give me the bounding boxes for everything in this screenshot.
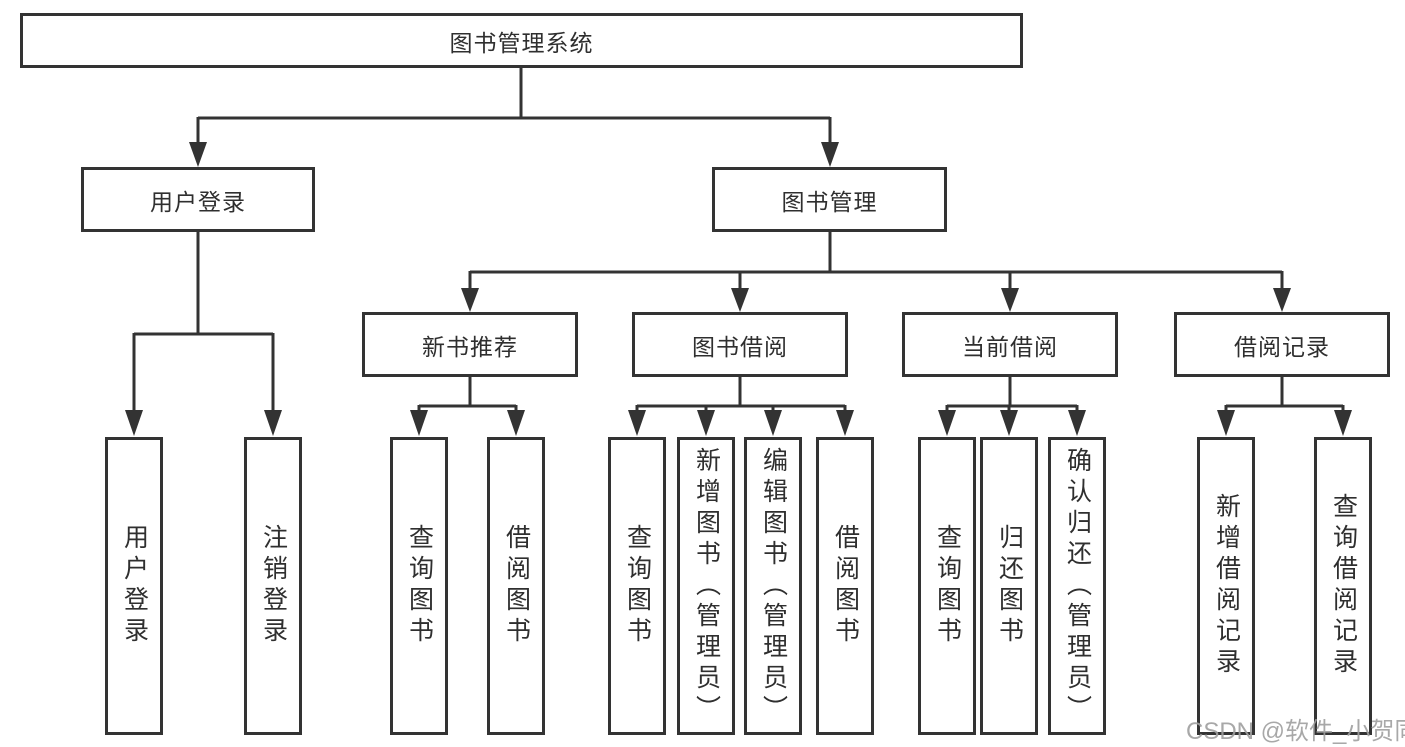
node-label: 图书借阅: [692, 333, 788, 360]
node-label: 查询图书: [933, 524, 962, 648]
node-label: 图书管理: [781, 188, 878, 215]
node-label: 查询图书: [405, 524, 434, 648]
leaf-edit-books-admin: 编辑图书（管理员）: [744, 437, 802, 735]
node-book-management: 图书管理: [712, 167, 947, 232]
node-label: 查询借阅记录: [1329, 493, 1358, 679]
node-label: 用户登录: [150, 188, 246, 215]
node-label: 归还图书: [995, 524, 1024, 648]
node-label: 新书推荐: [422, 333, 518, 360]
node-label: 借阅图书: [831, 524, 860, 648]
node-user-login: 用户登录: [81, 167, 315, 232]
watermark-text: CSDN @软件_小贺同学: [1186, 718, 1405, 745]
node-book-borrowing: 图书借阅: [632, 312, 848, 377]
node-label: 借阅记录: [1234, 333, 1330, 360]
node-label: 注销登录: [259, 524, 288, 648]
node-label: 新增借阅记录: [1212, 493, 1241, 679]
leaf-query-books-current: 查询图书: [918, 437, 976, 735]
leaf-add-borrow-record: 新增借阅记录: [1197, 437, 1255, 735]
node-label: 用户登录: [120, 524, 149, 648]
node-library-management-system: 图书管理系统: [20, 13, 1023, 68]
node-label: 编辑图书（管理员）: [759, 446, 788, 726]
node-label: 新增图书（管理员）: [692, 446, 721, 726]
leaf-query-books-recommend: 查询图书: [390, 437, 448, 735]
node-borrowing-records: 借阅记录: [1174, 312, 1390, 377]
node-label: 查询图书: [623, 524, 652, 648]
leaf-borrow-books: 借阅图书: [816, 437, 874, 735]
leaf-logout: 注销登录: [244, 437, 302, 735]
leaf-add-books-admin: 新增图书（管理员）: [677, 437, 735, 735]
leaf-return-books: 归还图书: [980, 437, 1038, 735]
arrowhead-icons: [125, 142, 1352, 436]
node-label: 确认归还（管理员）: [1063, 446, 1092, 726]
node-current-borrowing: 当前借阅: [902, 312, 1118, 377]
leaf-confirm-return-admin: 确认归还（管理员）: [1048, 437, 1106, 735]
node-label: 借阅图书: [502, 524, 531, 648]
leaf-query-books-borrow: 查询图书: [608, 437, 666, 735]
node-label: 当前借阅: [962, 333, 1058, 360]
leaf-borrow-books-recommend: 借阅图书: [487, 437, 545, 735]
leaf-query-borrow-record: 查询借阅记录: [1314, 437, 1372, 735]
node-new-book-recommendation: 新书推荐: [362, 312, 578, 377]
node-label: 图书管理系统: [449, 29, 594, 56]
leaf-user-login: 用户登录: [105, 437, 163, 735]
